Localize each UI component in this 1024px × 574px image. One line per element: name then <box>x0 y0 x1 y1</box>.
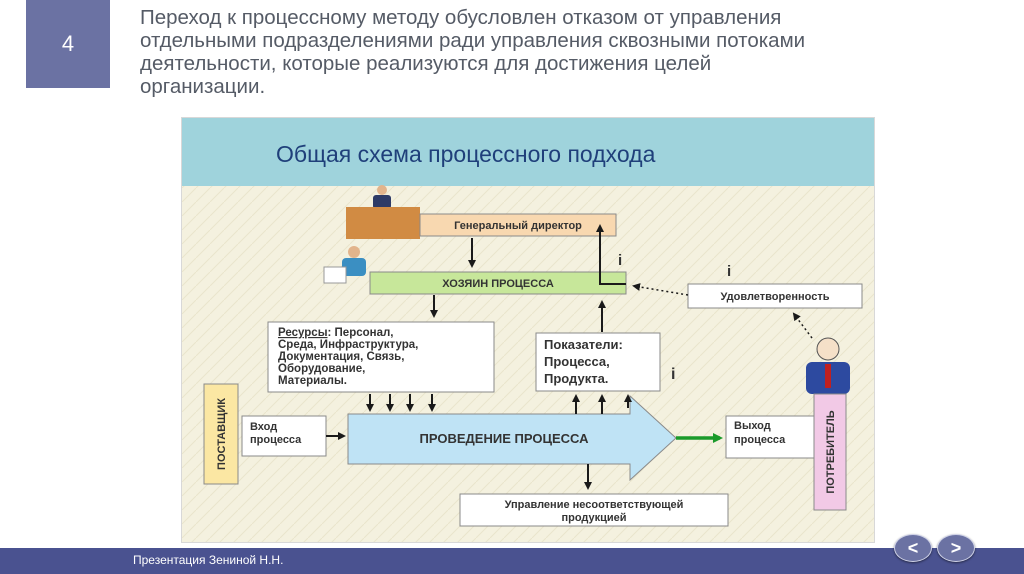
supplier-box <box>203 383 239 485</box>
indicators-heading: Показатели: <box>544 337 623 352</box>
indicators-line: Продукта. <box>544 371 608 386</box>
input-line: Вход <box>250 421 277 433</box>
diagram-canvas: Общая схема процессного подхода Генераль… <box>182 118 874 542</box>
resources-line: : Персонал, <box>328 327 394 339</box>
satisfaction-label: Удовлетворенность <box>721 291 830 303</box>
supplier-label: ПОСТАВЩИК <box>216 398 228 470</box>
indicators-box <box>535 332 661 392</box>
resources-line: Материалы. <box>278 375 347 387</box>
output-box <box>725 415 815 459</box>
process-owner-label: ХОЗЯИН ПРОЦЕССА <box>442 278 554 290</box>
input-box <box>241 415 327 457</box>
consumer-figure <box>806 337 850 394</box>
satisfaction-box <box>687 283 863 309</box>
heading-line: организации. <box>140 75 266 98</box>
indicators-line: Процесса, <box>544 354 610 369</box>
nonconforming-box <box>459 493 729 527</box>
director-desk <box>346 207 420 239</box>
next-slide-button[interactable]: > <box>937 534 975 562</box>
nonconforming-line: продукцией <box>561 512 626 524</box>
heading-line: отдельными подразделениями ради управлен… <box>140 29 806 52</box>
arrow-satisfaction-owner <box>632 283 689 296</box>
owner-info-mark: i <box>618 252 622 269</box>
diagram-arrows <box>326 224 723 490</box>
process-approach-diagram: Общая схема процессного подхода Генераль… <box>181 117 875 543</box>
arrow-consumer-satisfaction <box>792 312 813 339</box>
footer-text: Презентация Зениной Н.Н. <box>133 553 284 567</box>
slide-number: 4 <box>26 0 110 88</box>
diagram-dashed-arrows <box>632 283 813 339</box>
footer-bar: Презентация Зениной Н.Н. <box>0 548 1024 574</box>
heading-line: деятельности, которые реализуются для до… <box>140 52 712 75</box>
director-label: Генеральный директор <box>454 220 582 232</box>
process-owner-figure <box>323 246 366 284</box>
resources-box <box>267 321 495 393</box>
process-arrow <box>347 394 677 482</box>
nonconforming-line: Управление несоответствующей <box>505 499 684 511</box>
diagram-title: Общая схема процессного подхода <box>276 141 656 167</box>
process-label: ПРОВЕДЕНИЕ ПРОЦЕССА <box>420 431 590 446</box>
director-box <box>419 213 617 237</box>
output-line: Выход <box>734 420 771 432</box>
output-line: процесса <box>734 434 786 446</box>
resources-text: Ресурсы: Персонал, Среда, Инфраструктура… <box>278 327 422 387</box>
resources-line: Документация, Связь, <box>278 351 404 363</box>
resources-line: Среда, Инфраструктура, <box>278 339 418 351</box>
consumer-box <box>813 393 847 511</box>
director-figure <box>373 185 391 209</box>
resources-line: Оборудование, <box>278 363 365 375</box>
indicators-info-mark: i <box>671 366 675 383</box>
previous-slide-button[interactable]: < <box>894 534 932 562</box>
arrow-owner-director <box>596 224 626 285</box>
slide-heading: Переход к процессному методу обусловлен … <box>140 6 1000 98</box>
heading-line: Переход к процессному методу обусловлен … <box>140 6 782 29</box>
resources-heading: Ресурсы <box>278 327 328 339</box>
input-line: процесса <box>250 434 302 446</box>
consumer-label: ПОТРЕБИТЕЛЬ <box>825 410 837 493</box>
diagram-title-band <box>182 118 874 186</box>
satisfaction-info-mark: i <box>727 263 731 280</box>
